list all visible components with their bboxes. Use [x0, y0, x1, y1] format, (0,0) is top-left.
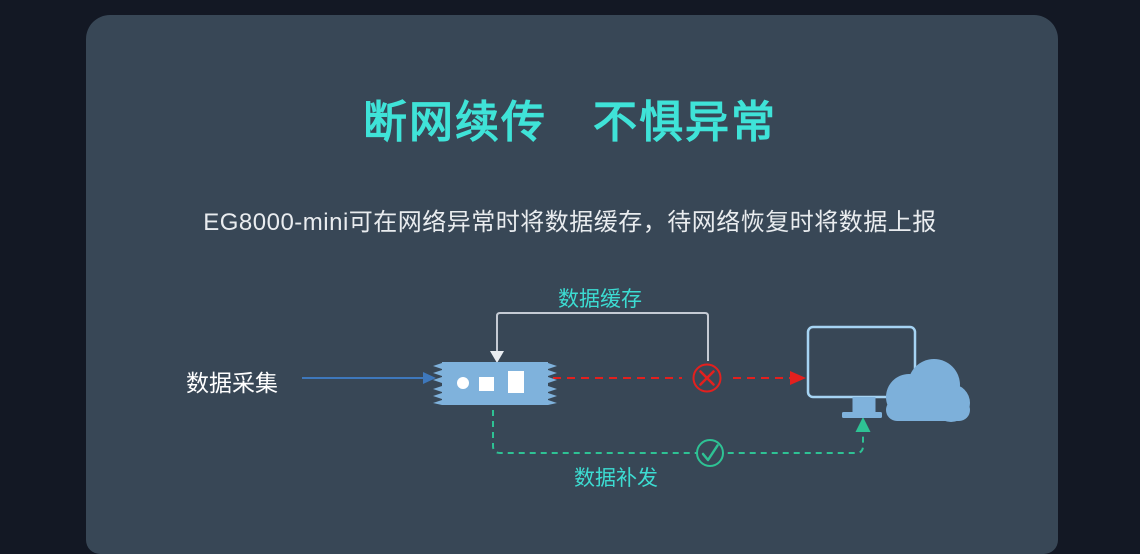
resend-label: 数据补发 — [574, 467, 658, 490]
cache-label: 数据缓存 — [558, 288, 642, 311]
resend-path — [492, 410, 871, 454]
collect-arrow-icon — [302, 372, 436, 384]
cloud-icon — [886, 359, 970, 422]
source-label: 数据采集 — [186, 370, 278, 396]
monitor-icon — [806, 325, 917, 418]
success-check-icon — [696, 439, 724, 467]
page-subtitle: EG8000-mini可在网络异常时将数据缓存，待网络恢复时将数据上报 — [203, 209, 937, 236]
error-cross-icon — [692, 363, 722, 393]
gateway-device-icon — [433, 362, 557, 405]
error-path — [553, 371, 806, 385]
page-title: 断网续传 不惧异常 — [363, 98, 777, 147]
cache-loop-line — [490, 312, 709, 363]
content-panel — [86, 15, 1058, 554]
